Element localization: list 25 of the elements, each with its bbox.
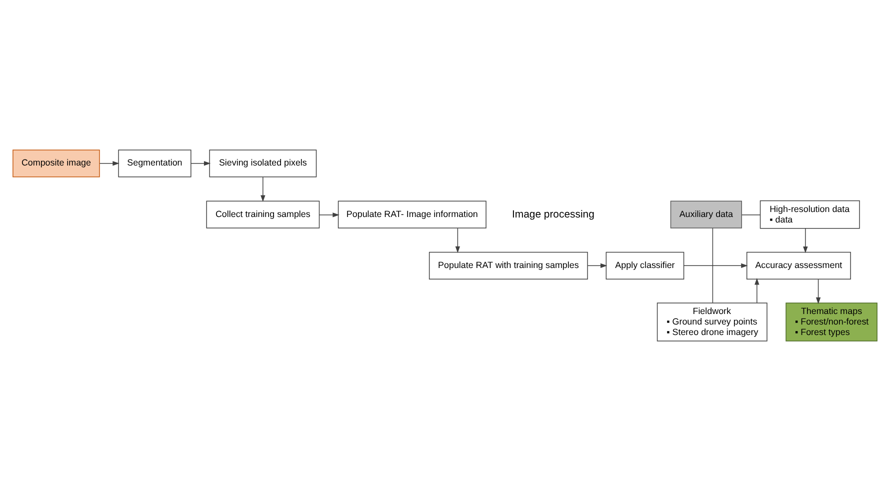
node-box: Segmentation xyxy=(118,150,192,178)
node-box: Sieving isolated pixels xyxy=(209,150,317,178)
node-box: Fieldwork ▪ Ground survey points ▪ Stereo drone imagery xyxy=(656,302,768,342)
arrow xyxy=(803,228,808,254)
node-box: Populate RAT with training samples xyxy=(428,252,588,280)
node-box: Accuracy assessment xyxy=(746,252,851,280)
arrow xyxy=(99,161,120,166)
node-box: High-resolution data ▪ data xyxy=(760,200,860,229)
node-box: Thematic maps ▪ Forest/non-forest ▪ Forest types xyxy=(786,302,878,342)
node-box: Composite image xyxy=(12,150,100,178)
node-box: Auxiliary data xyxy=(670,200,742,228)
node-box: Collect training samples xyxy=(206,200,320,228)
label: Image processing xyxy=(512,209,594,220)
connector xyxy=(712,228,714,304)
arrow xyxy=(816,278,821,304)
node-box: Populate RAT- Image information xyxy=(338,200,486,228)
arrow xyxy=(455,228,460,254)
arrow xyxy=(190,161,211,166)
arrow xyxy=(318,212,340,218)
arrow xyxy=(754,278,760,304)
node-box: Apply classifier xyxy=(606,252,684,280)
arrow xyxy=(260,176,266,202)
connector xyxy=(742,214,760,216)
arrow xyxy=(587,263,608,268)
arrow xyxy=(684,263,748,268)
